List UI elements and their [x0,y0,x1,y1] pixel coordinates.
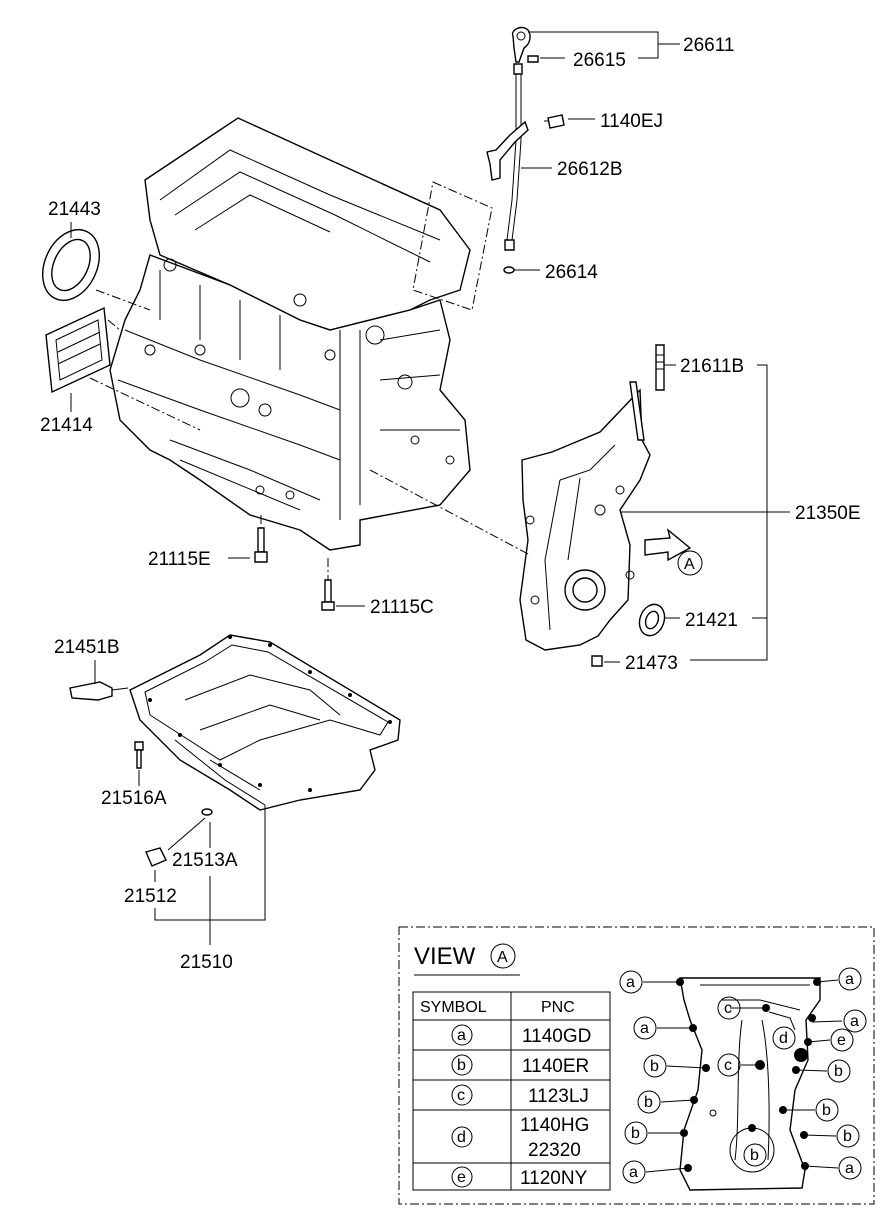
label-21611B: 21611B [680,356,744,377]
dipstick-tube-guide [412,181,493,311]
label-21115C: 21115C [370,597,434,618]
svg-text:c: c [724,1057,732,1074]
svg-text:b: b [644,1094,653,1111]
svg-text:b: b [750,1147,759,1164]
svg-text:e: e [837,1032,846,1049]
svg-text:1140HG: 1140HG [520,1115,589,1136]
svg-text:a: a [845,971,854,988]
cylinder-block [109,117,471,551]
bolt-21115C [321,579,335,611]
arrow-label: A [684,556,695,573]
table-row: b 1140ER [451,1054,589,1077]
view-a-callouts: a a c a a d e b c b b b b b b a a [619,967,867,1184]
svg-text:a: a [640,1020,649,1037]
label-21516A: 21516A [101,788,167,809]
svg-text:a: a [629,1164,638,1181]
view-a-cover-drawing [676,977,821,1191]
table-row: d 1140HG 22320 [451,1115,589,1161]
symbol-pnc-table: SYMBOL PNC a 1140GD b 1140ER c 1123LJ d … [412,991,611,1191]
svg-text:1120NY: 1120NY [520,1168,588,1189]
drain-gasket [201,808,213,816]
rear-oil-seal [42,229,100,301]
label-26614: 26614 [545,262,598,283]
svg-text:b: b [457,1057,466,1074]
oil-screen [69,681,129,701]
oil-pan [129,634,401,811]
table-row: e 1120NY [451,1166,588,1189]
svg-text:b: b [650,1058,659,1075]
svg-text:1140GD: 1140GD [522,1026,591,1047]
label-21443: 21443 [48,199,101,220]
view-a-inset: VIEW A SYMBOL PNC a 1140GD b 1140ER c [398,926,875,1205]
svg-text:22320: 22320 [528,1140,581,1161]
svg-text:d: d [779,1030,788,1047]
svg-text:a: a [845,1160,854,1177]
label-21421: 21421 [685,610,738,631]
view-title: VIEW [414,943,476,970]
rear-seal-case [45,306,111,394]
label-21115E: 21115E [148,549,211,570]
col-pnc-header: PNC [541,999,575,1016]
svg-text:d: d [457,1129,466,1146]
nut [591,655,603,667]
bolt-21115E [254,527,268,563]
leader-lines [70,31,790,945]
svg-text:c: c [724,1000,732,1017]
table-row: c 1123LJ [451,1084,589,1107]
view-arrow [644,528,692,562]
label-21510: 21510 [180,952,233,973]
front-oil-seal [638,603,666,637]
svg-text:1140ER: 1140ER [522,1056,589,1077]
view-letter: A [497,949,508,966]
table-row: a 1140GD [451,1024,591,1047]
label-21473: 21473 [625,653,678,674]
svg-text:a: a [626,974,635,991]
label-1140EJ: 1140EJ [600,111,663,132]
svg-text:e: e [457,1169,466,1186]
svg-text:b: b [822,1102,831,1119]
label-21414: 21414 [40,415,93,436]
svg-text:a: a [457,1027,466,1044]
svg-text:b: b [631,1125,640,1142]
label-26611: 26611 [683,35,734,56]
part-labels: 26611 26615 1140EJ 26612B 26614 21443 21… [40,35,861,973]
dipstick-assembly [486,26,565,274]
svg-text:b: b [834,1063,843,1080]
svg-text:a: a [850,1013,859,1030]
label-21513A: 21513A [172,850,238,871]
svg-text:c: c [457,1087,465,1104]
col-symbol-header: SYMBOL [420,999,487,1016]
label-26615: 26615 [573,50,626,71]
label-21350E: 21350E [795,503,861,524]
pan-bolt [134,741,144,769]
svg-text:1123LJ: 1123LJ [528,1086,589,1107]
svg-text:b: b [843,1128,852,1145]
stud-bolt [655,344,665,391]
drain-plug [145,847,167,867]
label-21512: 21512 [124,886,177,907]
timing-chain-cover [519,381,651,651]
label-21451B: 21451B [54,637,120,658]
label-26612B: 26612B [557,159,623,180]
